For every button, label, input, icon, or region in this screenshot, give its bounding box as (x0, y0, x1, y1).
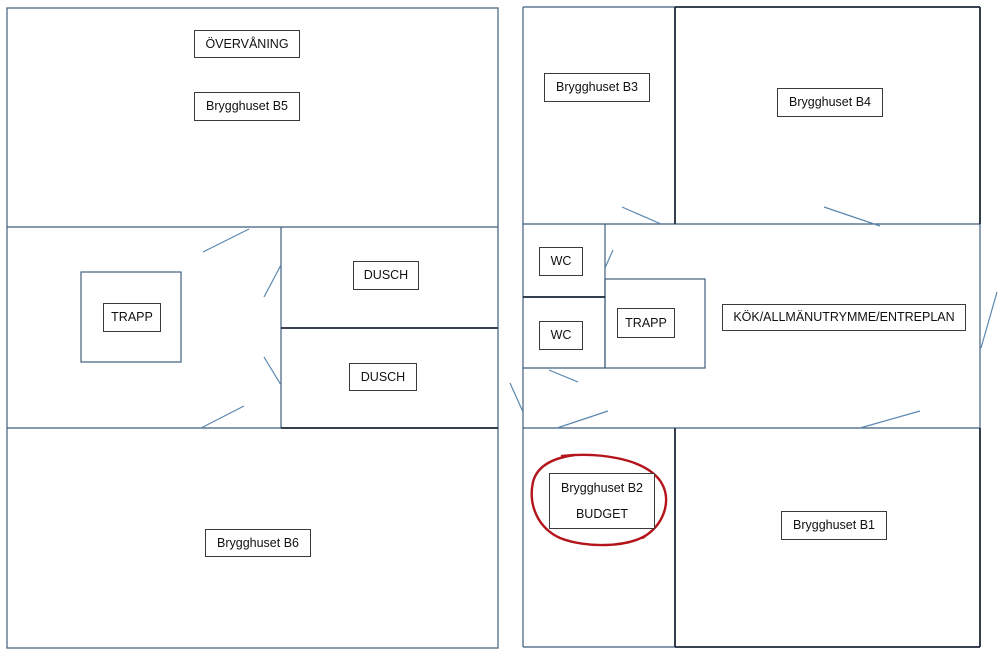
floor-title-label: ÖVERVÅNING (194, 30, 300, 58)
stair-box-lower (604, 278, 706, 369)
door-swing (621, 206, 662, 225)
room-label-kok: KÖK/ALLMÄNUTRYMME/ENTREPLAN (722, 304, 966, 331)
door-swing (509, 382, 524, 413)
right-plan-doors (509, 206, 998, 429)
door-swing (556, 410, 609, 429)
room-label-b2: Brygghuset B2 BUDGET (549, 473, 655, 529)
room-label-b6: Brygghuset B6 (205, 529, 311, 557)
door-swing (263, 264, 282, 298)
highlight-circle-tail (642, 533, 649, 539)
door-swing (823, 206, 881, 227)
room-label-wc-2: WC (539, 321, 583, 350)
room-label-wc-1: WC (539, 247, 583, 276)
door-swing (200, 405, 245, 429)
room-label-b2-name: Brygghuset B2 (561, 480, 643, 495)
door-swing (263, 356, 282, 386)
left-plan-thick-walls (281, 327, 498, 429)
room-label-b2-budget: BUDGET (575, 507, 629, 521)
room-label-trapp-upper: TRAPP (103, 303, 161, 332)
door-swing (202, 228, 250, 253)
door-swing (859, 410, 921, 429)
right-plan-thick-walls (523, 6, 981, 648)
right-plan-walls (522, 6, 981, 648)
door-swing (604, 249, 614, 269)
room-label-b1: Brygghuset B1 (781, 511, 887, 540)
room-label-trapp-lower: TRAPP (617, 308, 675, 338)
room-label-dusch-2: DUSCH (349, 363, 417, 391)
room-label-b3: Brygghuset B3 (544, 73, 650, 102)
door-swing (548, 369, 579, 383)
left-plan-doors (200, 228, 282, 429)
room-label-b4: Brygghuset B4 (777, 88, 883, 117)
room-label-b5: Brygghuset B5 (194, 92, 300, 121)
room-label-dusch-1: DUSCH (353, 261, 419, 290)
door-swing (980, 291, 998, 349)
stair-box-upper (80, 271, 182, 363)
highlight-circle (530, 453, 668, 547)
